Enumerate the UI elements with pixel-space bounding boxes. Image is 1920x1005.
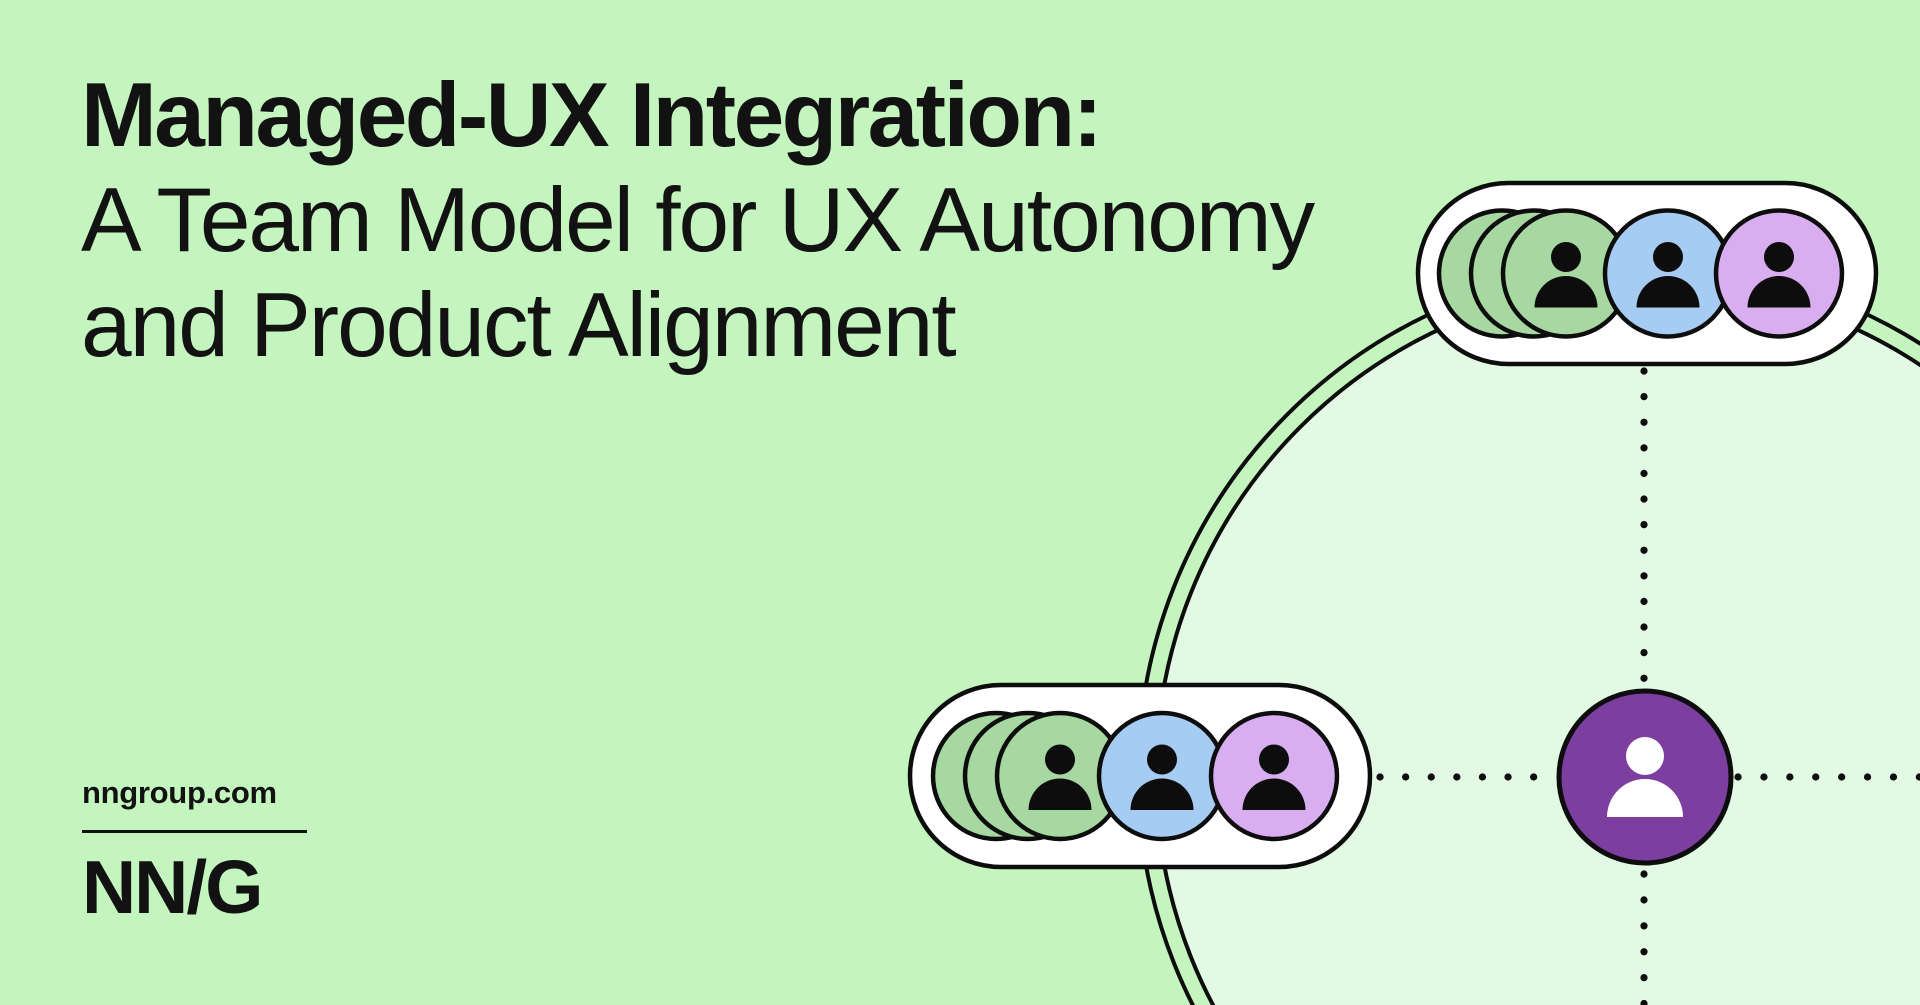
person-icon — [1534, 242, 1598, 308]
person-icon — [1747, 242, 1811, 308]
team-member-circle-blue — [1602, 208, 1734, 339]
page-subtitle-line-2: and Product Alignment — [81, 275, 957, 376]
title-block: Managed-UX Integration: A Team Model for… — [81, 63, 1315, 378]
page-title: Managed-UX Integration: — [81, 65, 1103, 166]
dotted-connectors — [1376, 367, 1920, 1005]
hub-circle — [1556, 688, 1734, 866]
hub-circle-shape — [1556, 688, 1734, 866]
team-pill-left — [907, 682, 1373, 870]
person-icon — [1130, 744, 1194, 810]
person-icon — [1242, 744, 1306, 810]
team-member-circle-lavender — [1713, 208, 1845, 339]
person-icon — [1636, 242, 1700, 308]
person-icon — [1028, 744, 1092, 810]
person-icon-white — [1607, 737, 1683, 817]
nng-logo: NN/G — [82, 845, 264, 929]
website-url: nngroup.com — [82, 775, 277, 810]
team-member-circle-blue — [1096, 710, 1228, 842]
divider-line — [82, 830, 307, 833]
team-member-circle-lavender — [1208, 710, 1340, 842]
page-subtitle-line-1: A Team Model for UX Autonomy — [81, 170, 1315, 271]
brand-block: nngroup.com NN/G — [82, 776, 307, 925]
team-pill-top — [1415, 180, 1879, 367]
